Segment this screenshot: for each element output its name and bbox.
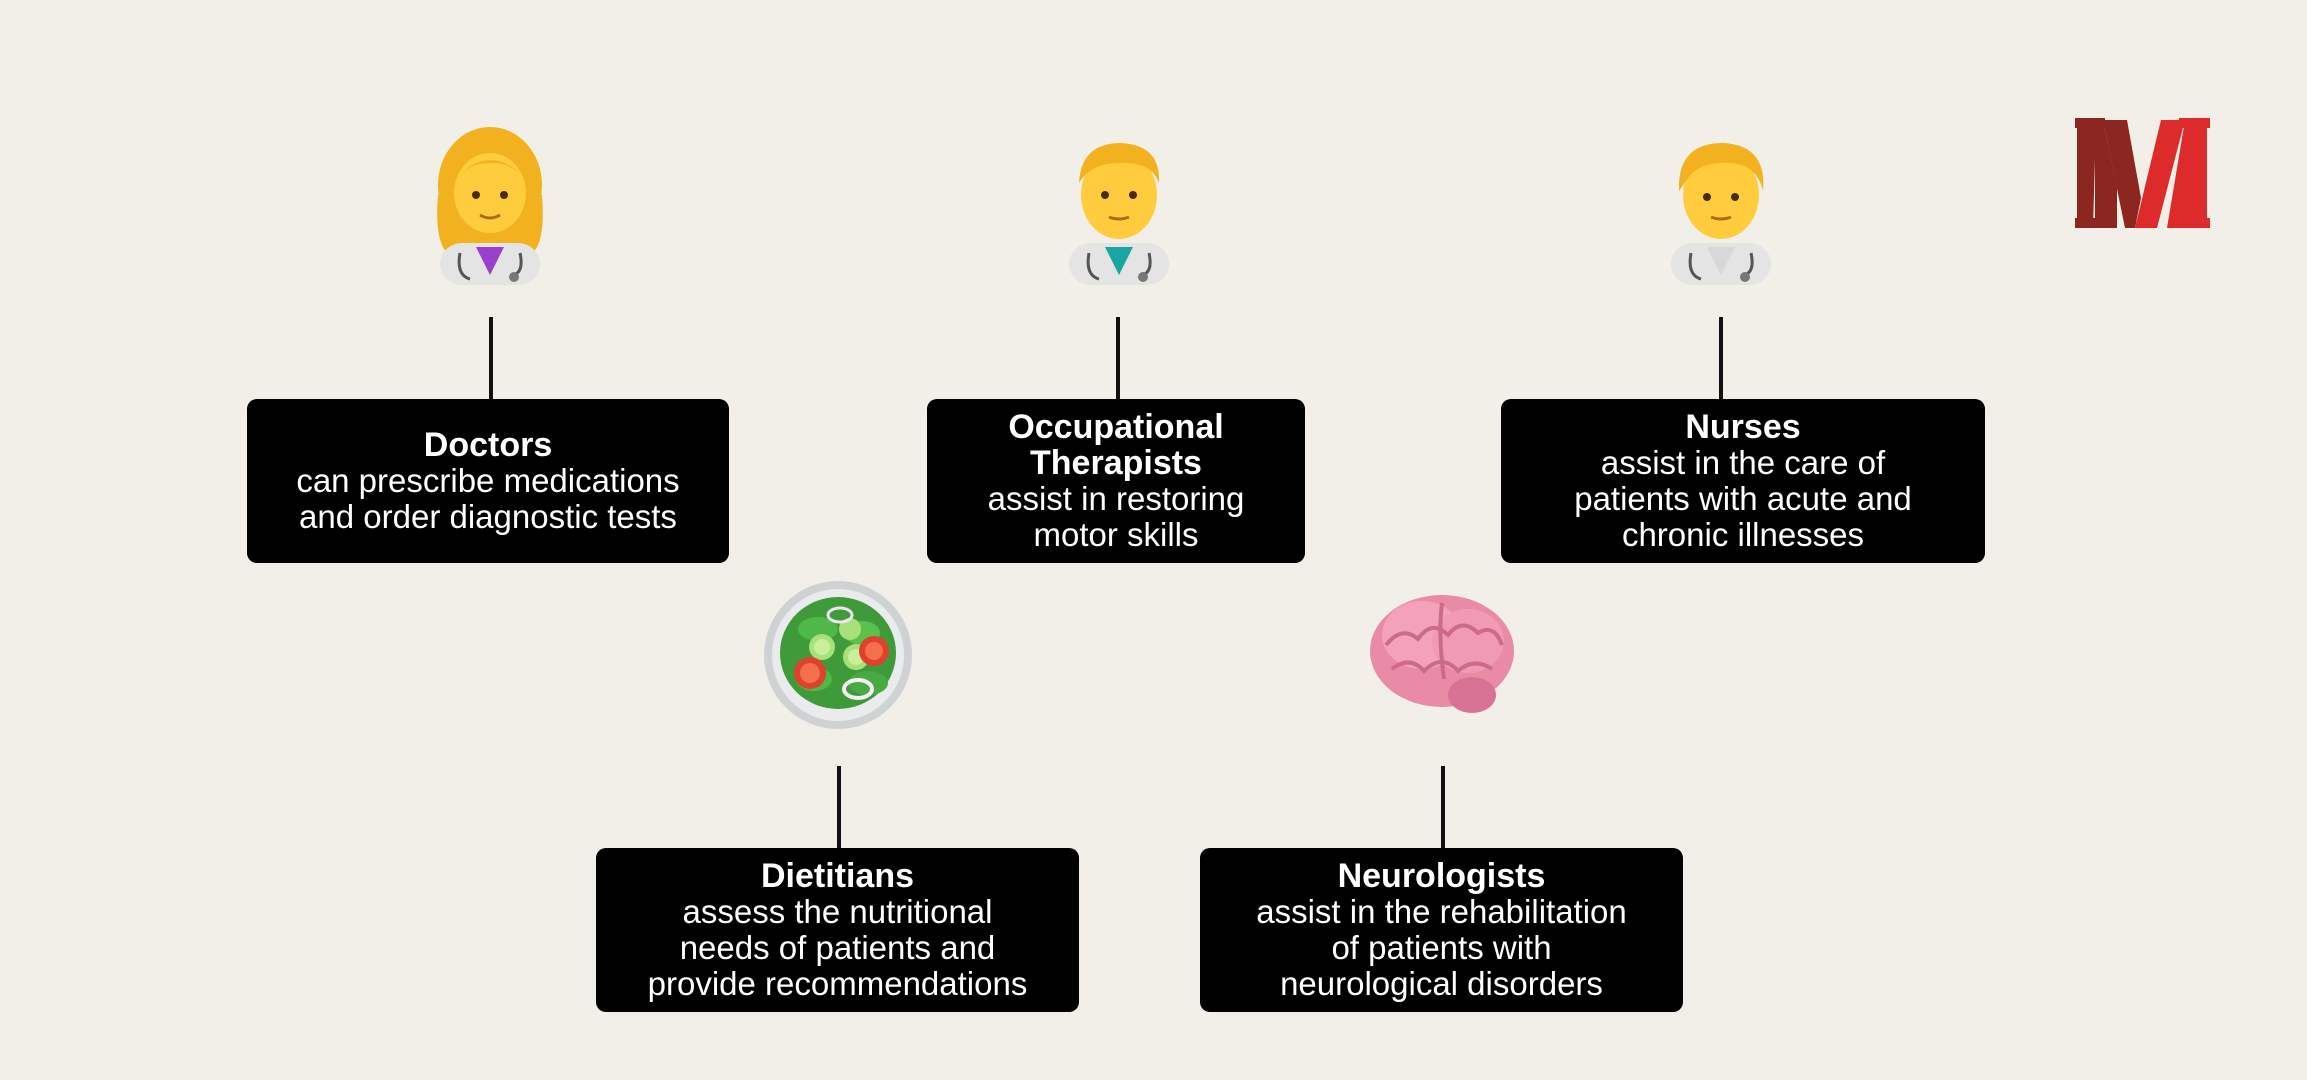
role-desc-line: assist in the rehabilitation bbox=[1256, 893, 1627, 930]
role-desc-line: needs of patients and bbox=[679, 929, 996, 966]
role-card-doctors: Doctors can prescribe medications and or… bbox=[247, 399, 729, 563]
role-title-line: Therapists bbox=[1030, 444, 1202, 482]
role-desc-line: can prescribe medications bbox=[296, 462, 680, 499]
role-card-nurses: Nurses assist in the care of patients wi… bbox=[1501, 399, 1985, 563]
brain-icon bbox=[1362, 575, 1522, 735]
role-title: Nurses bbox=[1685, 408, 1801, 446]
role-desc-line: chronic illnesses bbox=[1621, 516, 1865, 553]
role-desc-line: motor skills bbox=[1033, 516, 1199, 553]
role-desc-line: of patients with bbox=[1331, 929, 1552, 966]
woman-health-worker-icon bbox=[410, 125, 570, 285]
role-desc-line: neurological disorders bbox=[1280, 965, 1603, 1002]
connector-nurses bbox=[1719, 317, 1723, 399]
health-worker-icon bbox=[1641, 125, 1801, 285]
man-health-worker-icon bbox=[1039, 125, 1199, 285]
salad-icon bbox=[758, 575, 918, 735]
role-desc-line: patients with acute and bbox=[1574, 480, 1912, 517]
brand-logo bbox=[2075, 118, 2210, 230]
role-title: Dietitians bbox=[760, 857, 915, 895]
role-desc-line: assist in the care of bbox=[1600, 444, 1886, 481]
role-card-neurologists: Neurologists assist in the rehabilitatio… bbox=[1200, 848, 1683, 1012]
role-desc-line: assist in restoring bbox=[987, 480, 1245, 517]
connector-doctors bbox=[489, 317, 493, 399]
role-desc-line: provide recommendations bbox=[647, 965, 1028, 1002]
connector-dietitians bbox=[837, 766, 841, 848]
connector-occupational-therapists bbox=[1116, 317, 1120, 399]
role-card-occupational-therapists: Occupational Therapists assist in restor… bbox=[927, 399, 1305, 563]
role-desc-line: and order diagnostic tests bbox=[299, 498, 677, 535]
role-title: Neurologists bbox=[1337, 857, 1546, 895]
connector-neurologists bbox=[1441, 766, 1445, 848]
role-title-line: Occupational bbox=[1008, 408, 1224, 446]
role-title: Doctors bbox=[423, 426, 553, 464]
brand-logo-mark bbox=[2075, 118, 2210, 228]
role-card-dietitians: Dietitians assess the nutritional needs … bbox=[596, 848, 1079, 1012]
role-desc-line: assess the nutritional bbox=[682, 893, 993, 930]
